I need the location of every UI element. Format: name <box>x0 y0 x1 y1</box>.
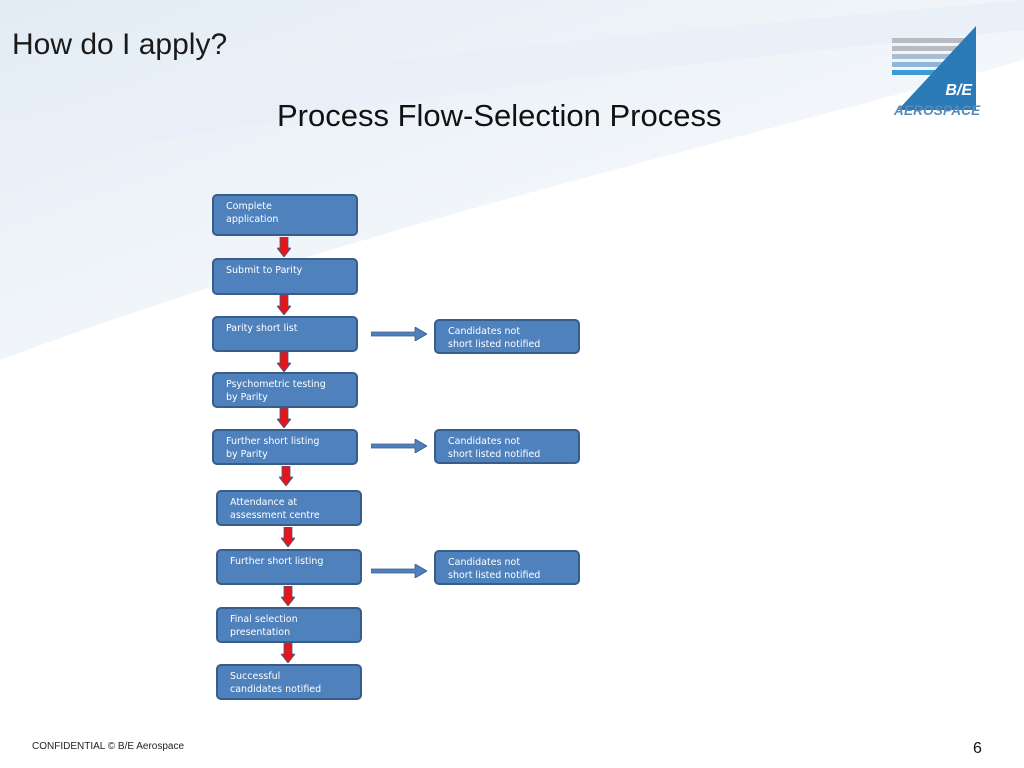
right-arrow-icon <box>371 439 427 453</box>
flow-step-final-selection: Final selection presentation <box>216 607 362 643</box>
right-arrow-icon <box>371 564 427 578</box>
flow-step-label: Psychometric testing by Parity <box>226 379 326 403</box>
outcome-label: Candidates not short listed notified <box>448 326 541 350</box>
diagram-title: Process Flow-Selection Process <box>277 98 722 133</box>
flow-step-further-short-listing: Further short listing <box>216 549 362 585</box>
flow-step-label: Complete application <box>226 201 279 225</box>
down-arrow-icon <box>281 586 295 606</box>
flow-step-label: Further short listing by Parity <box>226 436 320 460</box>
footer-confidential: CONFIDENTIAL © B/E Aerospace <box>32 741 185 752</box>
flow-step-submit-to-parity: Submit to Parity <box>212 258 358 295</box>
outcome-label: Candidates not short listed notified <box>448 436 541 460</box>
flow-step-further-short-listing-parity: Further short listing by Parity <box>212 429 358 465</box>
outcome-label: Candidates not short listed notified <box>448 557 541 581</box>
flow-step-label: Successful candidates notified <box>230 671 322 695</box>
flow-step-successful-candidates: Successful candidates notified <box>216 664 362 700</box>
down-arrow-icon <box>277 237 291 257</box>
logo-text-be: B/E <box>945 82 972 99</box>
outcome-not-shortlisted-1: Candidates not short listed notified <box>434 319 580 354</box>
outcome-not-shortlisted-3: Candidates not short listed notified <box>434 550 580 585</box>
flow-step-psychometric-testing: Psychometric testing by Parity <box>212 372 358 408</box>
logo-text-aerospace: AEROSPACE <box>894 103 981 118</box>
flow-step-parity-short-list: Parity short list <box>212 316 358 352</box>
slide-title: How do I apply? <box>12 28 228 61</box>
flow-step-label: Attendance at assessment centre <box>230 497 320 521</box>
down-arrow-icon <box>277 295 291 315</box>
down-arrow-icon <box>277 408 291 428</box>
flow-step-label: Submit to Parity <box>226 265 303 276</box>
flow-step-assessment-centre: Attendance at assessment centre <box>216 490 362 526</box>
outcome-not-shortlisted-2: Candidates not short listed notified <box>434 429 580 464</box>
logo-graphic <box>892 26 976 110</box>
company-logo: B/E AEROSPACE <box>888 24 980 124</box>
right-arrow-icon <box>371 327 427 341</box>
flow-step-label: Final selection presentation <box>230 614 298 638</box>
down-arrow-icon <box>281 527 295 547</box>
page-number: 6 <box>973 740 982 757</box>
flow-step-label: Further short listing <box>230 556 324 567</box>
down-arrow-icon <box>277 352 291 372</box>
flow-step-label: Parity short list <box>226 323 298 334</box>
down-arrow-icon <box>281 643 295 663</box>
down-arrow-icon <box>279 466 293 486</box>
flow-step-complete-application: Complete application <box>212 194 358 236</box>
